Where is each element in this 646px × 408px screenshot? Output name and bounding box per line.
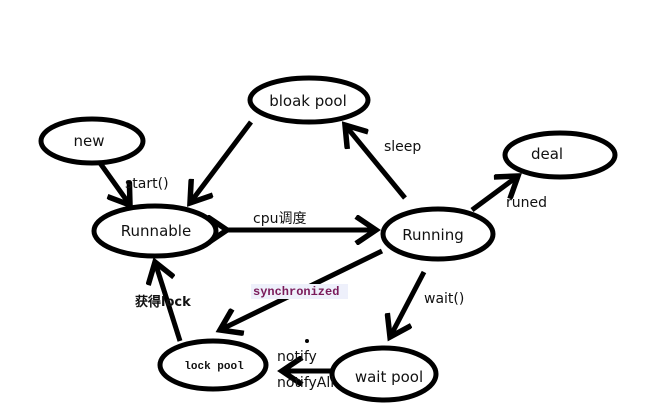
edge-label-sleep: sleep [384, 139, 421, 155]
edge-label-cpu: cpu调度 [253, 211, 306, 227]
edge-lockpool-runnable [155, 262, 183, 342]
node-new: new [38, 116, 146, 166]
node-runnable-label: Runnable [121, 222, 191, 240]
node-running: Running [380, 206, 496, 262]
edge-running-bloakpool [345, 125, 407, 200]
synchronized-highlight [251, 284, 348, 299]
node-lock-pool: lock pool [157, 338, 269, 392]
node-runnable: Runnable [91, 203, 219, 259]
node-new-label: new [73, 132, 104, 150]
edge-label-wait: wait() [424, 291, 464, 307]
edge-new-runnable [97, 161, 130, 205]
edge-label-start: start() [125, 176, 169, 192]
edge-label-notify: notify [277, 349, 317, 365]
stray-dot [305, 339, 309, 343]
edge-label-runed: runed [506, 195, 547, 211]
node-deal-label: deal [531, 145, 563, 163]
edge-label-notifyall: notifyAll [277, 375, 334, 391]
node-wait-pool: wait pool [329, 345, 439, 403]
edge-label-get-lock: 获得lock [135, 294, 191, 310]
node-bloak-pool: bloak pool [247, 75, 371, 125]
node-wait-pool-label: wait pool [355, 368, 423, 386]
node-running-label: Running [402, 226, 463, 244]
edge-bloakpool-runnable [190, 120, 253, 203]
edge-running-waitpool [390, 270, 427, 337]
node-deal: deal [502, 130, 618, 180]
edge-label-synchronized: synchronized [253, 285, 339, 299]
edge-running-deal [470, 176, 518, 213]
node-bloak-pool-label: bloak pool [269, 92, 347, 110]
node-lock-pool-label: lock pool [184, 361, 244, 373]
